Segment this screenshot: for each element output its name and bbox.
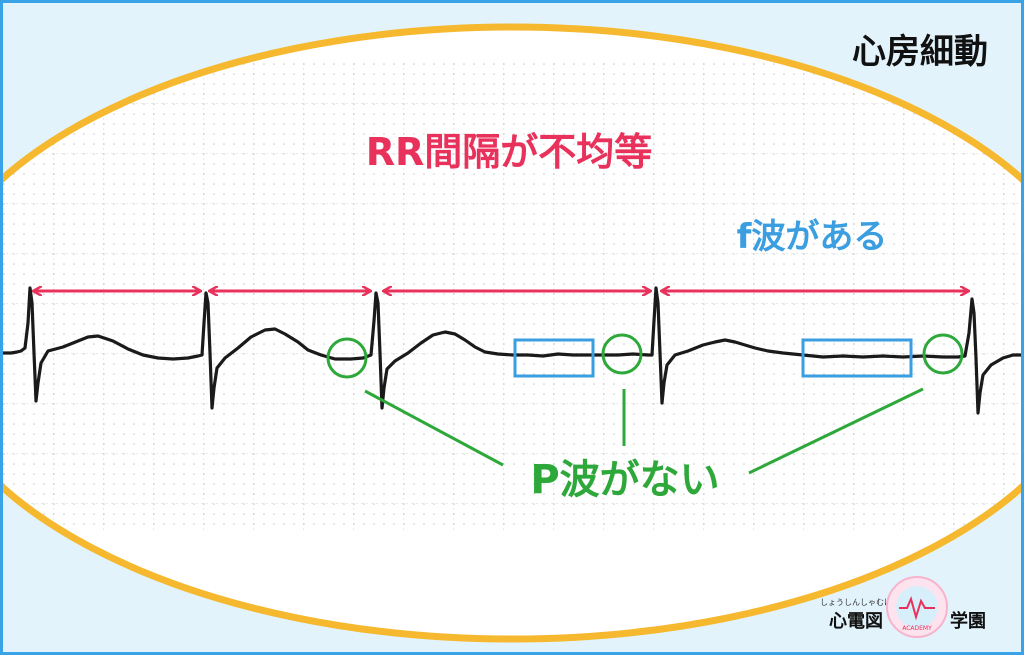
p-wave-circle-icon (326, 337, 368, 379)
no-p-pointer-line (364, 389, 504, 467)
academy-emblem-icon: ACADEMY (886, 576, 948, 638)
page-title: 心房細動 (852, 32, 988, 72)
f-wave-box-icon (801, 338, 913, 378)
no-p-wave-label: P波がない (530, 457, 719, 503)
logo-right-text: 学園 (950, 610, 986, 632)
rr-label: RR間隔が不均等 (366, 130, 653, 174)
f-wave-box-icon (513, 338, 595, 378)
no-p-pointer-line (748, 387, 924, 475)
logo-ruby: しょうしんしゃむけ (820, 598, 892, 607)
emblem-text: ACADEMY (902, 625, 932, 632)
f-wave-label: f波がある (737, 217, 888, 257)
ecg-grid (3, 63, 1021, 533)
p-wave-circle-icon (601, 333, 643, 375)
logo: しょうしんしゃむけ 心電図 ACADEMY 学園 (820, 576, 986, 638)
logo-left-text: 心電図 (829, 611, 883, 632)
ecg-diagram: 心房細動 RR間隔が不均等 f波がある P波がない しょうしんしゃむけ 心電図 … (3, 23, 1021, 643)
p-wave-circle-icon (922, 333, 964, 375)
paper-oval-border (3, 23, 1021, 643)
ecg-trace (3, 286, 1021, 415)
